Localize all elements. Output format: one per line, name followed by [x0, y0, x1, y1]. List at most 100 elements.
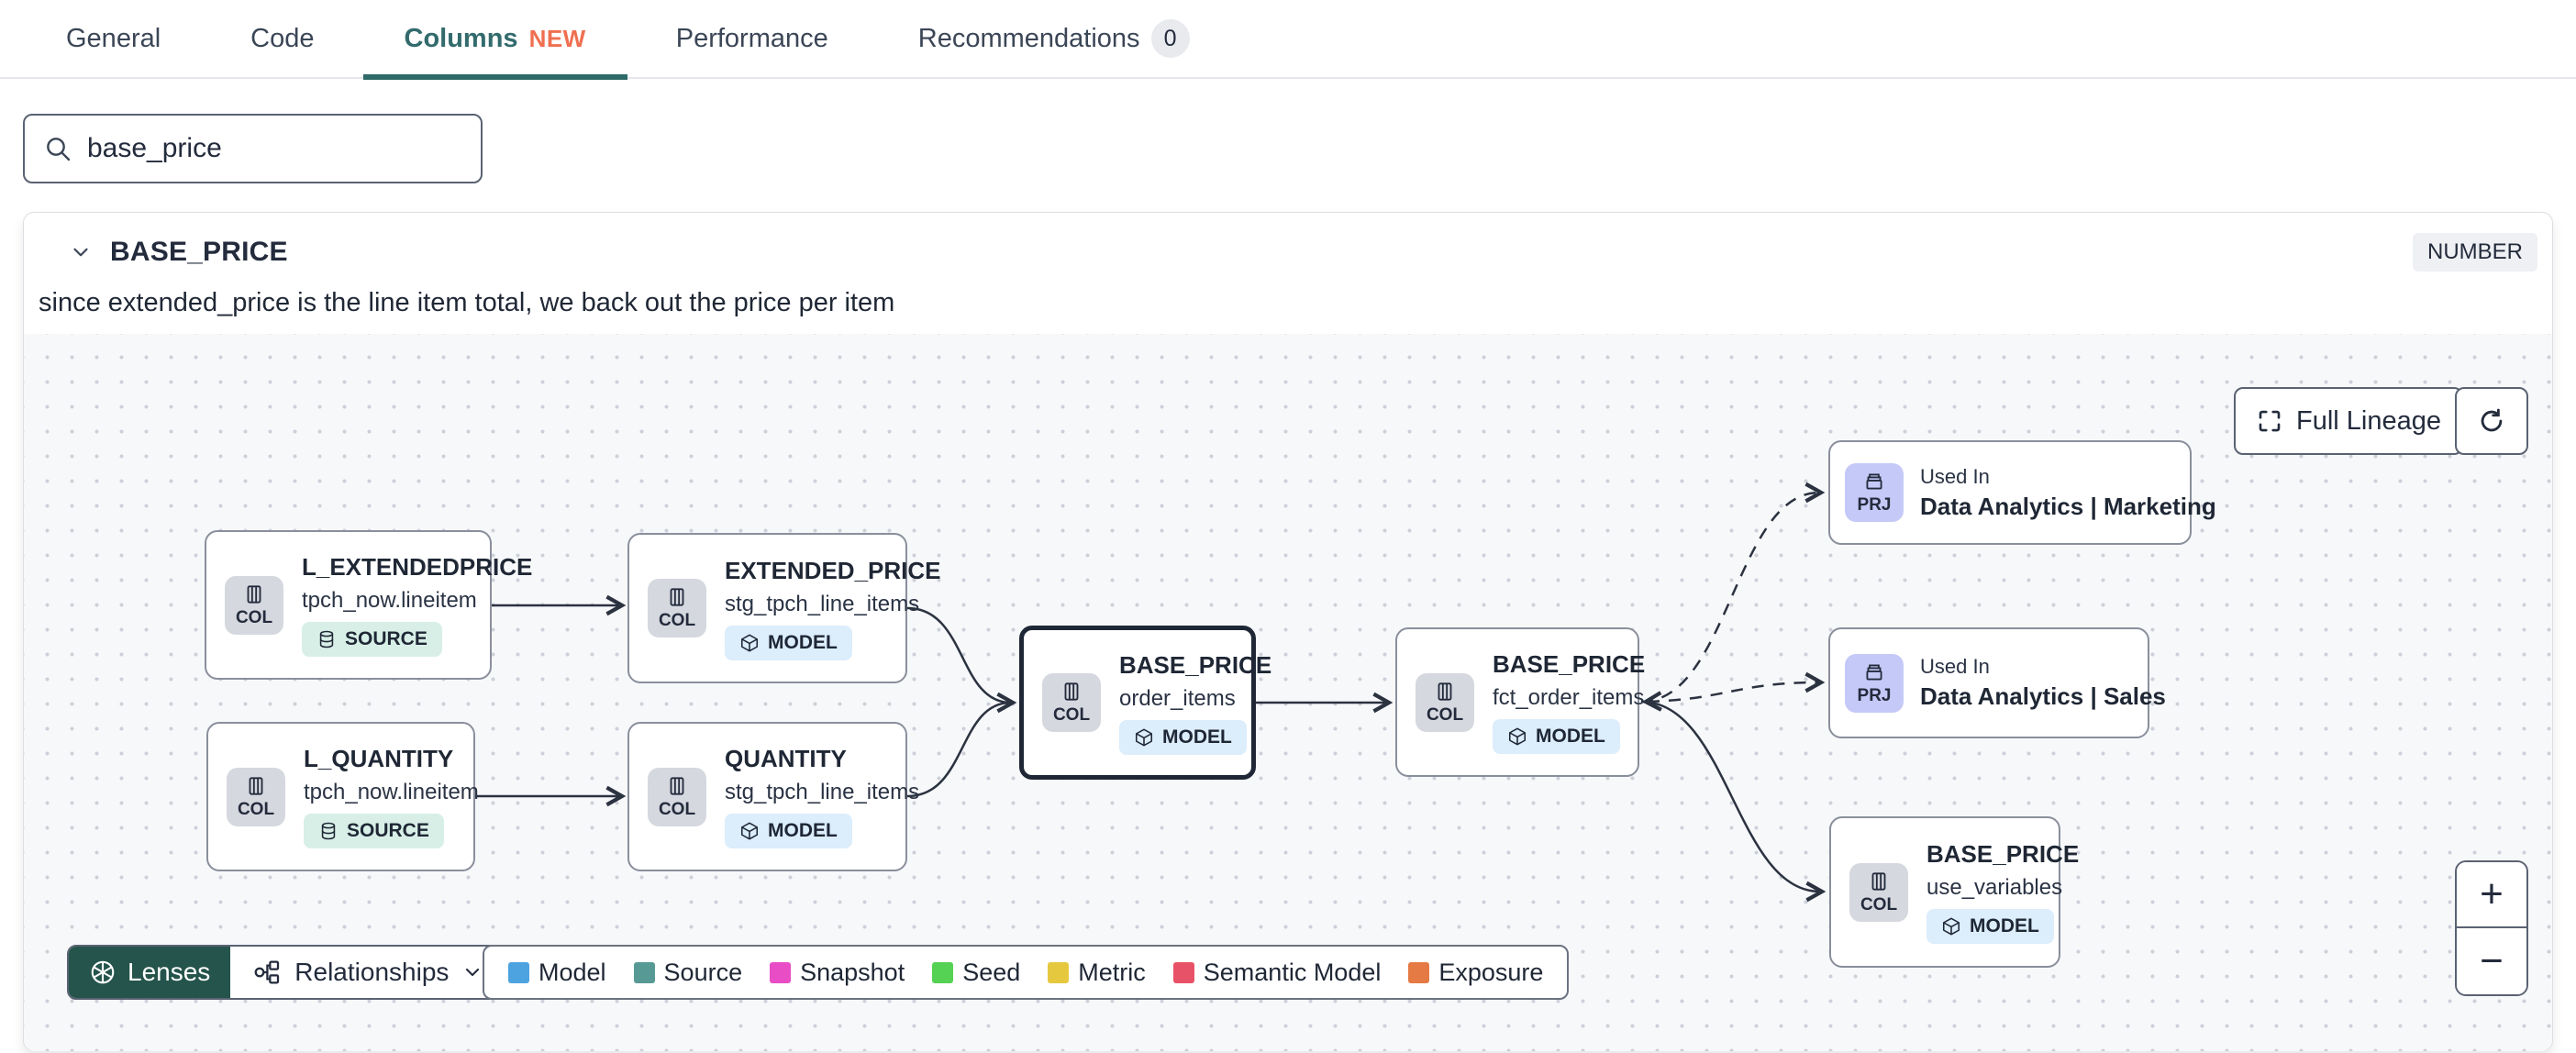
project-chip: PRJ [1845, 653, 1904, 713]
chip-label: COL [237, 799, 275, 819]
tab-label: Code [250, 23, 315, 53]
tab-code[interactable]: Code [250, 0, 314, 78]
columns-icon [249, 776, 263, 795]
node-subtitle: tpch_now.lineitem [304, 780, 479, 804]
node-title: BASE_PRICE [1119, 650, 1272, 679]
tab-label: Columns [404, 23, 518, 53]
search-input[interactable] [87, 133, 462, 164]
tab-performance[interactable]: Performance [676, 0, 828, 78]
chevron-down-icon [466, 968, 480, 977]
node-used-in-sales[interactable]: PRJ Used In Data Analytics | Sales [1828, 627, 2166, 738]
badge-label: SOURCE [345, 628, 427, 649]
node-kicker: Used In [1920, 655, 1990, 678]
badge-label: MODEL [768, 820, 838, 841]
expand-icon [2259, 410, 2281, 432]
lenses-button[interactable]: Lenses [69, 947, 231, 998]
relationships-label: Relationships [294, 958, 450, 986]
columns-icon [1064, 682, 1079, 701]
search-box [23, 114, 483, 183]
aperture-icon [91, 960, 115, 984]
tab-recommendations[interactable]: Recommendations 0 [918, 0, 1190, 78]
column-card: BASE_PRICE NUMBER since extended_price i… [23, 212, 2553, 1051]
source-badge: SOURCE [304, 814, 444, 848]
legend-label: Snapshot [800, 958, 905, 986]
tab-general[interactable]: General [66, 0, 161, 78]
badge-label: MODEL [768, 631, 838, 653]
columns-icon [1438, 682, 1452, 701]
badge-label: MODEL [1536, 726, 1605, 747]
chip-label: COL [658, 611, 696, 630]
legend-label: Semantic Model [1203, 958, 1382, 986]
zoom-out-button[interactable]: − [2457, 928, 2526, 994]
model-badge: MODEL [725, 625, 852, 660]
collapse-chevron-icon[interactable] [64, 236, 97, 269]
refresh-button[interactable] [2455, 387, 2528, 455]
tab-columns[interactable]: Columns NEW [362, 0, 628, 80]
node-body: QUANTITY stg_tpch_line_items MODEL [725, 745, 919, 848]
node-base-price-order-items[interactable]: COL BASE_PRICE order_items MODEL [1019, 626, 1271, 780]
node-l-extendedprice[interactable]: COL L_EXTENDEDPRICE tpch_now.lineitem SO… [205, 530, 532, 680]
legend-item-source: Source [633, 958, 743, 987]
lineage-canvas[interactable]: COL L_EXTENDEDPRICE tpch_now.lineitem SO… [24, 334, 2552, 1051]
zoom-in-button[interactable]: + [2457, 862, 2526, 928]
legend-label: Exposure [1438, 958, 1544, 986]
node-subtitle: fct_order_items [1493, 685, 1645, 710]
legend-swatch [770, 961, 792, 983]
chip-label: COL [235, 607, 273, 627]
node-base-price-use-variables[interactable]: COL BASE_PRICE use_variables MODEL [1829, 816, 2079, 968]
columns-icon [670, 588, 684, 606]
legend-item-seed: Seed [932, 959, 1020, 987]
column-chip: COL [648, 767, 706, 826]
full-lineage-button[interactable]: Full Lineage [2234, 387, 2463, 455]
column-name: BASE_PRICE [110, 237, 288, 267]
full-lineage-label: Full Lineage [2296, 405, 2441, 436]
chip-label: COL [1052, 705, 1091, 725]
new-badge: NEW [528, 24, 586, 52]
lenses-group: Lenses Relationships [67, 945, 508, 1000]
legend-swatch [1172, 961, 1194, 983]
tab-label: General [66, 23, 161, 53]
node-extended-price[interactable]: COL EXTENDED_PRICE stg_tpch_line_items M… [627, 533, 941, 683]
relationships-icon [254, 960, 280, 984]
node-body: Used In Data Analytics | Marketing [1920, 465, 2216, 521]
column-chip: COL [225, 575, 283, 635]
refresh-icon [2481, 408, 2503, 432]
node-body: BASE_PRICE use_variables MODEL [1926, 840, 2079, 944]
legend-swatch [932, 961, 954, 983]
node-used-in-marketing[interactable]: PRJ Used In Data Analytics | Marketing [1828, 440, 2216, 545]
chip-label: COL [658, 799, 696, 819]
legend-label: Source [663, 958, 743, 986]
node-body: Used In Data Analytics | Sales [1920, 655, 2166, 711]
chip-label: PRJ [1857, 495, 1892, 515]
node-l-quantity[interactable]: COL L_QUANTITY tpch_now.lineitem SOURCE [206, 722, 479, 871]
column-chip: COL [1849, 862, 1908, 922]
cube-icon [1135, 728, 1153, 746]
relationships-dropdown[interactable]: Relationships [230, 947, 506, 998]
column-header: BASE_PRICE NUMBER [24, 213, 2552, 279]
column-chip: COL [1416, 672, 1474, 732]
project-chip: PRJ [1845, 463, 1904, 522]
column-chip: COL [648, 579, 706, 637]
search-icon [47, 138, 71, 161]
columns-icon [247, 584, 261, 604]
node-kicker: Used In [1920, 464, 1990, 488]
node-title: Data Analytics | Marketing [1920, 492, 2216, 520]
columns-icon [1871, 871, 1886, 891]
node-subtitle: use_variables [1926, 875, 2063, 900]
cube-icon [1942, 917, 1960, 936]
tab-bar: General Code Columns NEW Performance Rec… [0, 0, 2576, 80]
node-subtitle: order_items [1119, 685, 1236, 711]
tab-label: Performance [675, 23, 828, 53]
column-chip: COL [1042, 673, 1101, 732]
node-body: L_QUANTITY tpch_now.lineitem SOURCE [304, 745, 479, 848]
node-title: BASE_PRICE [1493, 650, 1646, 678]
badge-label: MODEL [1970, 915, 2039, 937]
model-badge: MODEL [1493, 719, 1620, 754]
node-title: Data Analytics | Sales [1920, 682, 2166, 710]
legend-item-metric: Metric [1048, 959, 1146, 987]
node-quantity[interactable]: COL QUANTITY stg_tpch_line_items MODEL [627, 722, 919, 871]
source-badge: SOURCE [302, 622, 442, 657]
column-description: since extended_price is the line item to… [39, 288, 895, 317]
node-base-price-fct-order-items[interactable]: COL BASE_PRICE fct_order_items MODEL [1395, 627, 1645, 777]
columns-icon [670, 776, 684, 795]
